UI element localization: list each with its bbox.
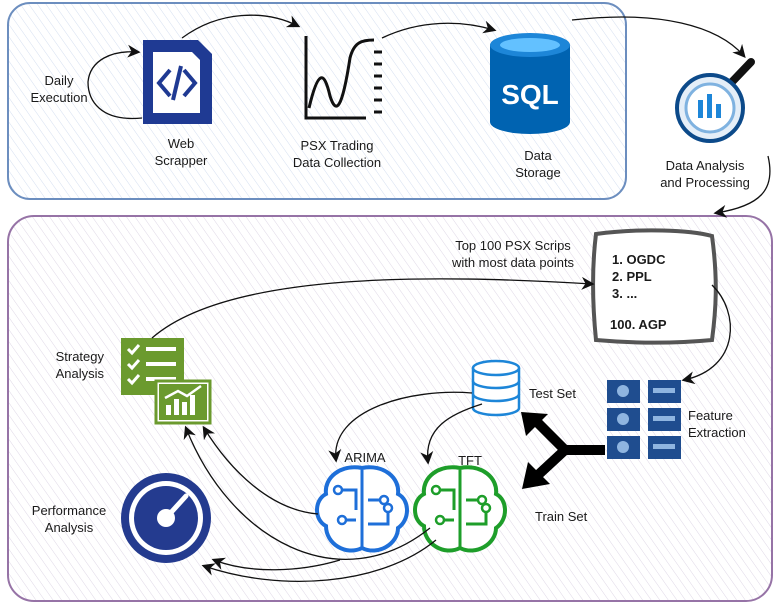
tft-to-performance-arrow xyxy=(201,539,437,582)
performance-analysis-label: Performance Analysis xyxy=(20,502,118,536)
feature-extraction-label: Feature Extraction xyxy=(688,407,768,441)
sql-database-icon: SQL xyxy=(490,33,570,134)
top-scrips-line2: with most data points xyxy=(451,255,575,270)
scrip-item: 2. PPL xyxy=(612,269,652,284)
web-scraper-line2: Scrapper xyxy=(154,153,208,168)
checklist-icon xyxy=(121,338,184,395)
scrip-list-box xyxy=(591,228,718,345)
arima-to-strategy-arrow xyxy=(202,425,319,515)
psx-trading-line1: PSX Trading xyxy=(300,138,374,153)
psx-trading-label: PSX Trading Data Collection xyxy=(262,137,412,171)
code-file-icon xyxy=(143,40,212,124)
analysis-to-modeling-arrow xyxy=(713,155,771,218)
chart-check-icon xyxy=(154,379,212,425)
scraper-to-collection-arrow xyxy=(181,14,301,39)
scrip-item: 1. OGDC xyxy=(612,252,666,267)
gauge-icon xyxy=(121,473,211,563)
magnifier-chart-icon xyxy=(675,58,755,143)
train-set-label: Train Set xyxy=(535,509,588,524)
list-to-features-arrow xyxy=(681,284,731,385)
web-scraper-line1: Web xyxy=(167,136,195,151)
database-icon xyxy=(471,359,521,417)
performance-analysis-line1: Performance xyxy=(31,503,107,518)
sql-badge: SQL xyxy=(501,79,559,110)
scrip-item-last: 100. AGP xyxy=(610,317,667,332)
feature-table-icon xyxy=(607,380,681,459)
daily-execution-line2: Execution xyxy=(30,90,88,105)
neural-brain-icon xyxy=(315,465,409,553)
daily-execution-line1: Daily xyxy=(44,73,74,88)
neural-brain-icon xyxy=(413,465,507,553)
data-analysis-line1: Data Analysis xyxy=(665,158,745,173)
storage-to-analysis-arrow xyxy=(571,16,746,58)
scrip-list: 1. OGDC 2. PPL 3. ... xyxy=(612,251,665,302)
data-analysis-label: Data Analysis and Processing xyxy=(640,157,770,191)
db-to-tft-arrow xyxy=(420,403,483,465)
top-scrips-label: Top 100 PSX Scrips with most data points xyxy=(428,237,598,271)
web-scraper-label: Web Scrapper xyxy=(141,135,221,169)
psx-trading-line2: Data Collection xyxy=(292,155,382,170)
scrip-item: 3. ... xyxy=(612,286,638,301)
top-scrips-line1: Top 100 PSX Scrips xyxy=(455,238,571,253)
data-storage-line2: Storage xyxy=(515,165,561,180)
strategy-analysis-line1: Strategy xyxy=(55,349,104,364)
data-storage-label: Data Storage xyxy=(498,147,578,181)
feature-extraction-line1: Feature xyxy=(688,408,733,423)
feature-extraction-line2: Extraction xyxy=(688,425,746,440)
daily-execution-label: Daily Execution xyxy=(24,72,94,106)
daily-loop-arrow xyxy=(87,44,143,120)
tft-to-strategy-arrow xyxy=(183,425,431,560)
trading-chart-icon xyxy=(304,36,382,120)
performance-analysis-line2: Analysis xyxy=(44,520,94,535)
strategy-to-list-arrow xyxy=(151,276,595,339)
data-analysis-line2: and Processing xyxy=(660,175,750,190)
tft-label: TFT xyxy=(458,453,482,468)
strategy-analysis-line2: Analysis xyxy=(55,366,104,381)
arima-label: ARIMA xyxy=(344,450,386,465)
train-set-arrow xyxy=(522,445,605,489)
arima-to-performance-arrow xyxy=(211,557,341,571)
strategy-analysis-label: Strategy Analysis xyxy=(28,348,104,382)
db-to-arima-arrow xyxy=(328,391,473,463)
test-set-label: Test Set xyxy=(529,386,576,401)
collection-to-storage-arrow xyxy=(381,20,497,39)
data-storage-line1: Data xyxy=(524,148,552,163)
